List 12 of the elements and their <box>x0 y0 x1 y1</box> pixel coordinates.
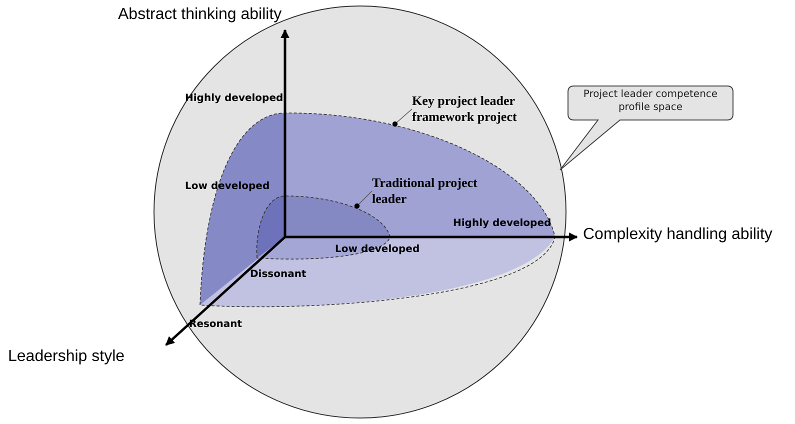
axis-title: Leadership style <box>8 348 125 366</box>
axis-tick-label: Low developed <box>185 181 270 192</box>
callout-text: Project leader competence profile space <box>570 88 731 114</box>
axis-tick-label: Dissonant <box>250 269 306 280</box>
axis-tick-label: Highly developed <box>453 218 552 229</box>
axis-title: Abstract thinking ability <box>118 6 282 24</box>
region-label: Traditional project leader <box>372 175 492 207</box>
axis-tick-label: Resonant <box>189 319 242 330</box>
region-label: Key project leader framework project <box>412 93 547 125</box>
leader-line <box>354 190 372 209</box>
leader-line <box>392 108 412 127</box>
axis-title: Complexity handling ability <box>583 226 772 244</box>
